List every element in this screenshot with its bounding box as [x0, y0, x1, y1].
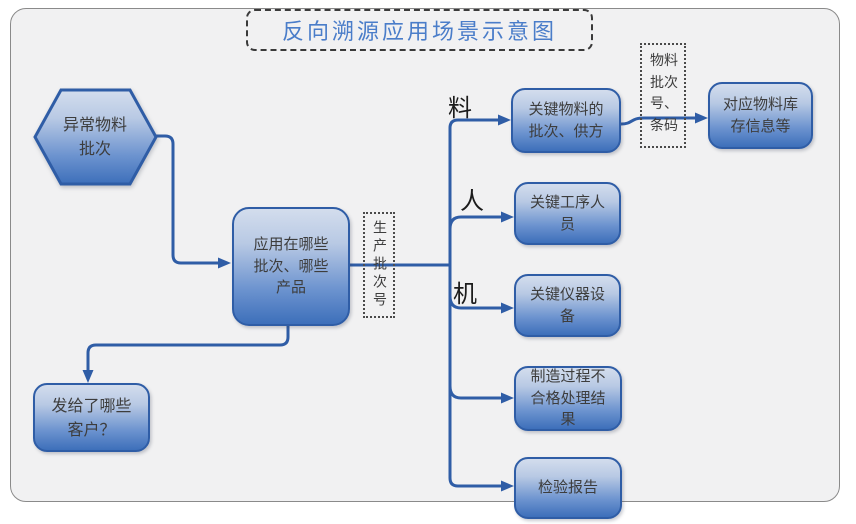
node-applied-batches-products: 应用在哪些批次、哪些产品: [232, 207, 350, 326]
hexagon-shape: [33, 88, 158, 186]
node-key-material-batch-supplier: 关键物料的批次、供方: [511, 88, 621, 153]
node-key-instruments-equipment: 关键仪器设备: [514, 274, 621, 337]
diagram-title-text: 反向溯源应用场景示意图: [281, 20, 557, 45]
node-label: 异常物料批次: [62, 115, 127, 158]
branch-label-material: 料: [448, 94, 472, 122]
diagram-title: 反向溯源应用场景示意图: [246, 9, 593, 51]
node-abnormal-material-batch: 异常物料批次: [33, 88, 158, 186]
node-nonconforming-handling-result: 制造过程不合格处理结果: [514, 366, 622, 431]
branch-label-machine: 机: [453, 280, 477, 308]
node-inspection-report: 检验报告: [514, 457, 622, 519]
branch-label-person: 人: [460, 187, 484, 215]
annotation-material-batch-barcode: 物料批次号、条码: [640, 43, 686, 148]
node-key-process-personnel: 关键工序人员: [514, 182, 621, 245]
annotation-production-batch-number: 生产批次号: [363, 212, 395, 318]
node-material-inventory-info: 对应物料库存信息等: [708, 82, 813, 149]
node-sent-to-customers: 发给了哪些客户？: [33, 383, 150, 452]
